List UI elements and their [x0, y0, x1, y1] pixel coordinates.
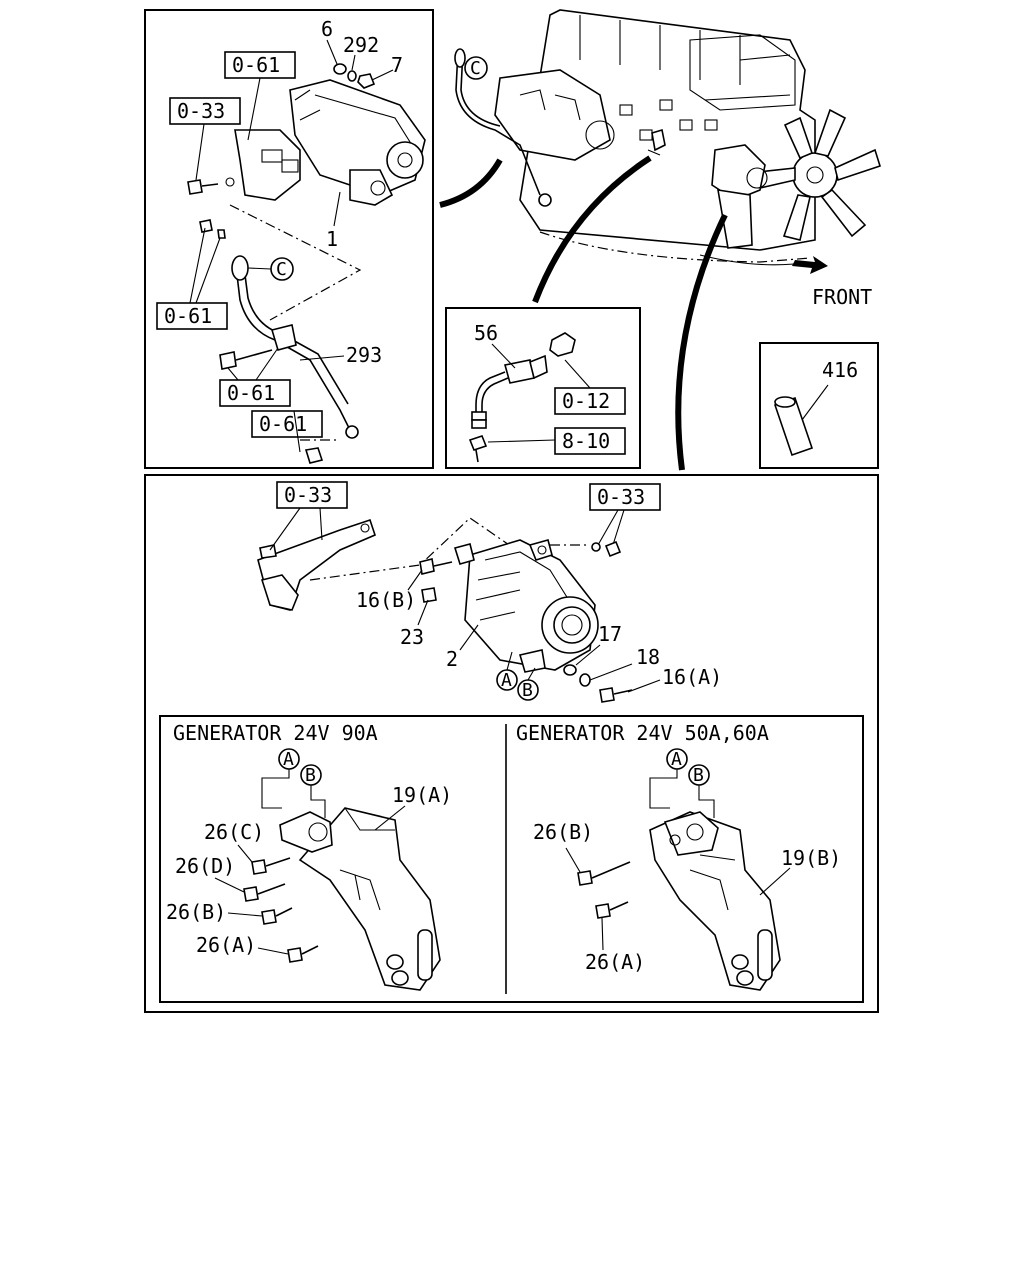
ref-033-c: 0-33: [597, 485, 645, 509]
starter-motor: [187, 79, 426, 206]
bracket-19a: [279, 807, 441, 991]
ground-cable: [199, 219, 359, 464]
leader-arc-sensor: [532, 155, 652, 304]
marker-a-gen-text: A: [501, 670, 512, 691]
part-26b-left: 26(B): [166, 900, 226, 924]
ref-box-033-c: [589, 483, 661, 511]
front-label: FRONT: [812, 285, 872, 309]
ref-033-a: 0-33: [177, 99, 225, 123]
marker-b-left-text: B: [305, 765, 316, 786]
spacer-416: [773, 396, 814, 457]
marker-b-gen-text: B: [522, 680, 533, 701]
part-293: 293: [346, 343, 382, 367]
marker-a-right-text: A: [671, 749, 682, 770]
part-7: 7: [391, 53, 403, 77]
spacer-panel-frame: [759, 342, 879, 469]
leader-arc-starter: [439, 158, 503, 208]
generator-panel-frame: [144, 474, 879, 1013]
ref-033-b: 0-33: [284, 483, 332, 507]
marker-a-left-text: A: [283, 749, 294, 770]
ref-box-810: [554, 427, 626, 455]
part-16b: 16(B): [356, 588, 416, 612]
ref-box-033-b: [276, 481, 348, 509]
part-26c: 26(C): [204, 820, 264, 844]
leader-arc-generator: [675, 213, 728, 471]
part-16a: 16(A): [662, 665, 722, 689]
part-26d: 26(D): [175, 854, 235, 878]
marker-c-engine-text: C: [470, 58, 481, 79]
adjust-bracket: [257, 518, 376, 611]
part-416: 416: [822, 358, 858, 382]
part-26a-right: 26(A): [585, 950, 645, 974]
variant-left-title: GENERATOR 24V 90A: [173, 721, 378, 745]
part-26a-left: 26(A): [196, 933, 256, 957]
ref-810: 8-10: [562, 429, 610, 453]
part-18: 18: [636, 645, 660, 669]
sensor-panel-frame: [445, 307, 641, 469]
bracket-19b: [649, 811, 781, 991]
marker-c-starter-text: C: [276, 259, 287, 280]
ref-061-b: 0-61: [164, 304, 212, 328]
marker-b-right-text: B: [693, 765, 704, 786]
ref-061-a: 0-61: [232, 53, 280, 77]
part-23: 23: [400, 625, 424, 649]
fan: [757, 108, 881, 241]
variant-panel-frame: [159, 715, 864, 1003]
part-17: 17: [598, 622, 622, 646]
ref-box-061-b: [156, 302, 228, 330]
ref-012: 0-12: [562, 389, 610, 413]
part-26b-right: 26(B): [533, 820, 593, 844]
engine-overview: [454, 9, 881, 266]
starter-panel-frame: [144, 9, 434, 469]
ref-box-061-c: [219, 379, 291, 407]
marker-c-engine: [464, 56, 488, 80]
part-292: 292: [343, 33, 379, 57]
front-arrow-icon: [792, 256, 828, 274]
generator: [453, 539, 599, 673]
part-19a: 19(A): [392, 783, 452, 807]
ref-061-d: 0-61: [259, 412, 307, 436]
variant-right-title: GENERATOR 24V 50A,60A: [516, 721, 769, 745]
ref-box-012: [554, 387, 626, 415]
part-56: 56: [474, 321, 498, 345]
part-6: 6: [321, 17, 333, 41]
part-2: 2: [446, 647, 458, 671]
part-19b: 19(B): [781, 846, 841, 870]
ref-box-033-a: [169, 97, 241, 125]
starter-dash-1: [229, 204, 362, 321]
sensor-assembly: [468, 332, 576, 463]
ref-box-061-a: [224, 51, 296, 79]
part-1: 1: [326, 227, 338, 251]
ref-061-c: 0-61: [227, 381, 275, 405]
ref-box-061-d: [251, 410, 323, 438]
